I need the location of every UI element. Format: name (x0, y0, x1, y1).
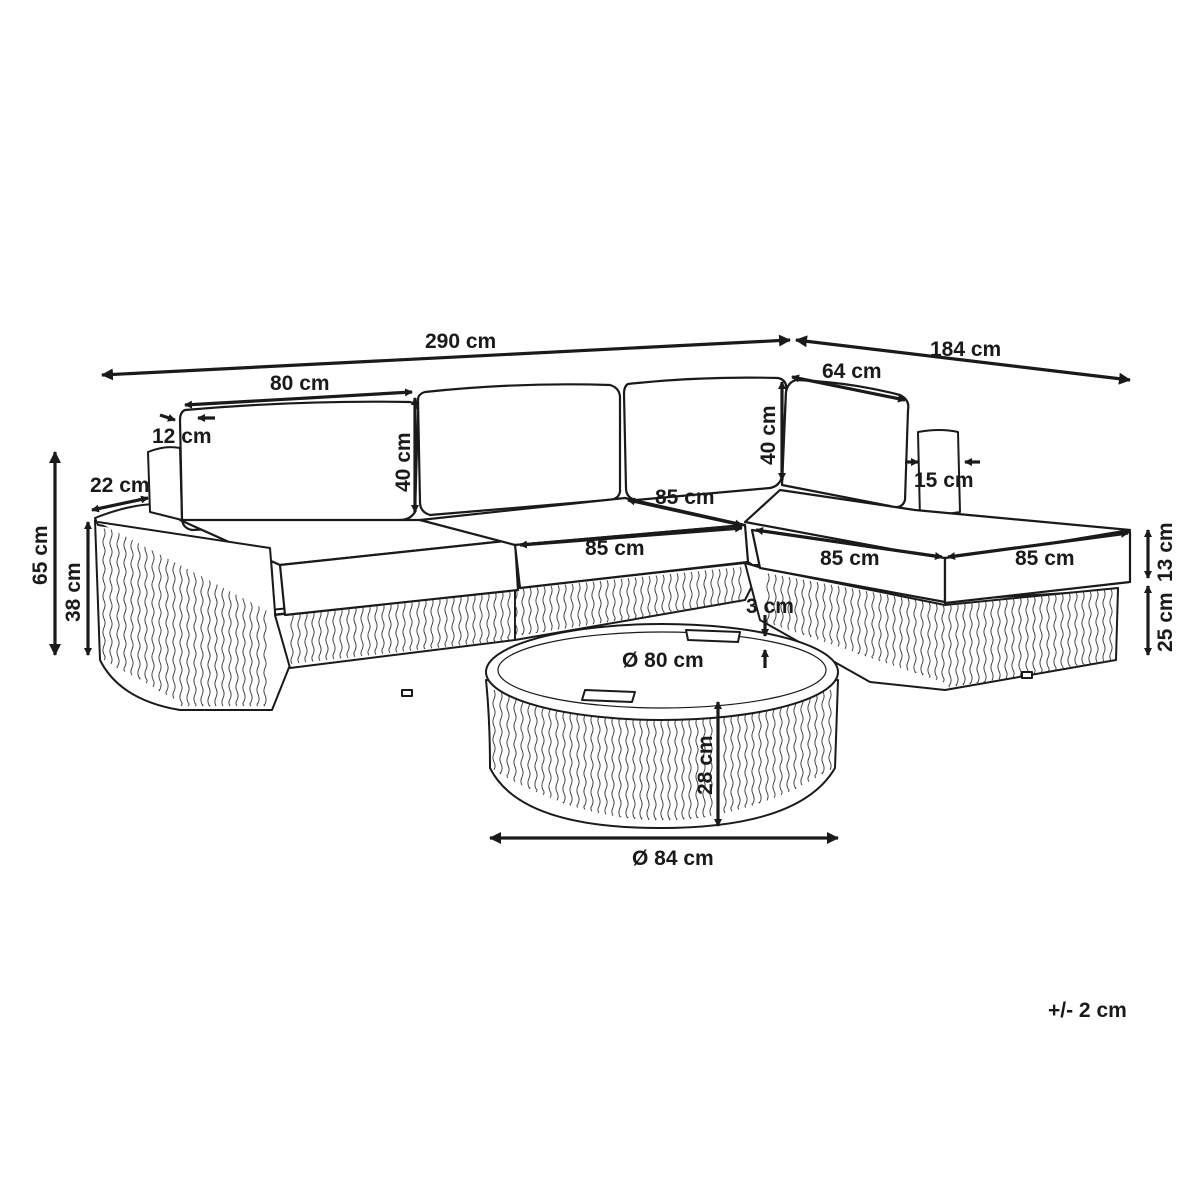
label-cushion-width-left: 80 cm (270, 372, 330, 395)
label-back-width-right: 64 cm (822, 360, 882, 383)
label-back-height-right: 40 cm (757, 405, 780, 465)
table-top-rim (485, 623, 839, 721)
dim-184 (795, 335, 1131, 385)
dim-64 (791, 374, 906, 403)
seat-cushion-left-front (278, 538, 520, 617)
dim-85-chaise-a (755, 527, 943, 560)
label-table-height: 28 cm (694, 735, 717, 795)
label-cushion-thickness: 13 cm (1154, 522, 1177, 582)
dim-22 (91, 495, 149, 513)
label-chaise-width: 85 cm (820, 547, 880, 570)
tolerance-note: +/- 2 cm (1048, 999, 1127, 1022)
label-base-height: 25 cm (1154, 592, 1177, 652)
dim-12a (159, 413, 176, 422)
back-cushion-left (178, 400, 420, 532)
label-total-height: 65 cm (29, 525, 52, 585)
sofa-foot-right (1021, 671, 1033, 679)
label-chaise-depth: 85 cm (1015, 547, 1075, 570)
label-right-armrest: 15 cm (914, 469, 974, 492)
dim-85-depth (627, 497, 743, 528)
wicker-texture-chaise (766, 573, 1113, 688)
wicker-texture-left (102, 528, 267, 707)
dim-85-chaise-b (947, 529, 1129, 561)
label-armrest-top: 12 cm (152, 425, 212, 448)
right-back-armrest (917, 429, 961, 519)
label-middle-width: 85 cm (585, 537, 645, 560)
table-handle-front (581, 689, 636, 703)
label-table-diameter: Ø 84 cm (632, 847, 714, 870)
dimension-lines (49, 334, 1152, 844)
label-tabletop-diameter: Ø 80 cm (622, 649, 704, 672)
label-left-arm-depth: 22 cm (90, 474, 150, 497)
dim-80 (184, 388, 413, 409)
left-armrest-front (97, 521, 276, 615)
dimension-labels: 290 cm 184 cm 80 cm 12 cm 40 cm 40 cm 64… (29, 330, 1177, 1022)
coffee-table-drawing (485, 623, 839, 829)
back-cushion-middle (416, 383, 622, 517)
label-back-height-left: 40 cm (392, 432, 415, 492)
label-tabletop-thickness: 3 cm (746, 595, 794, 618)
wicker-texture-middle (290, 566, 742, 665)
back-cushion-right (780, 378, 910, 509)
sofa-foot-left (401, 689, 413, 697)
dim-85-middle (519, 524, 743, 549)
dim-290 (101, 334, 791, 381)
label-total-length: 290 cm (425, 330, 496, 353)
table-handle-back (685, 629, 741, 643)
label-middle-depth: 85 cm (655, 486, 715, 509)
left-back-armrest (147, 446, 183, 521)
label-chaise-length: 184 cm (930, 338, 1001, 361)
label-seat-height: 38 cm (62, 562, 85, 622)
table-top-inner (497, 631, 827, 709)
